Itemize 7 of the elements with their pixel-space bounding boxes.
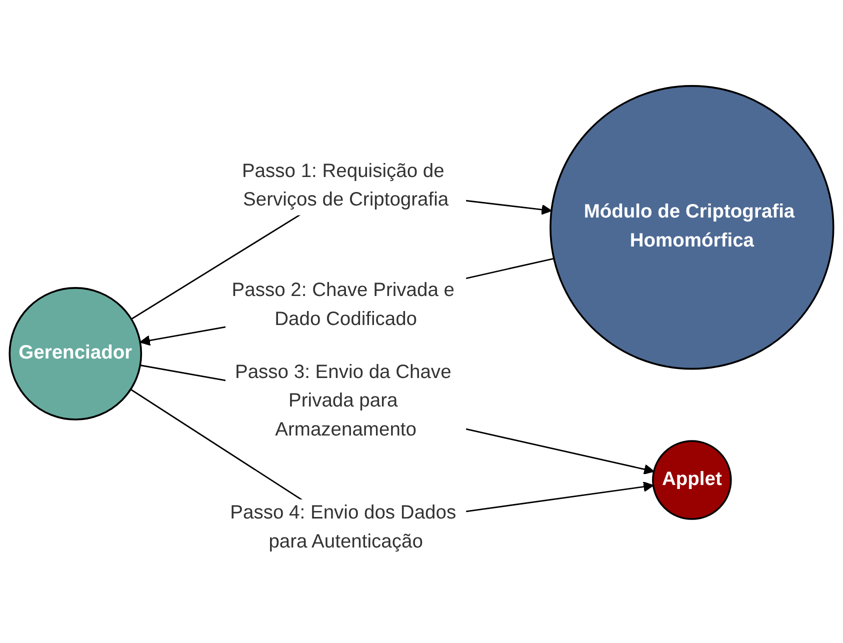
edge-label: Passo 3: Envio da Chave Privada para Armazenamento bbox=[234, 362, 452, 440]
edge-label: Passo 2: Chave Privada e Dado Codificado bbox=[232, 280, 454, 330]
node-circle: Módulo de Criptografia Homomórfica bbox=[550, 85, 834, 370]
node-circle: Applet bbox=[652, 440, 732, 520]
edge-label: Passo 1: Requisição de Serviços de Criptografia bbox=[242, 161, 449, 211]
edge-label: Passo 4: Envio dos Dados para Autenticação bbox=[230, 502, 456, 552]
node-circle: Gerenciador bbox=[8, 287, 142, 420]
